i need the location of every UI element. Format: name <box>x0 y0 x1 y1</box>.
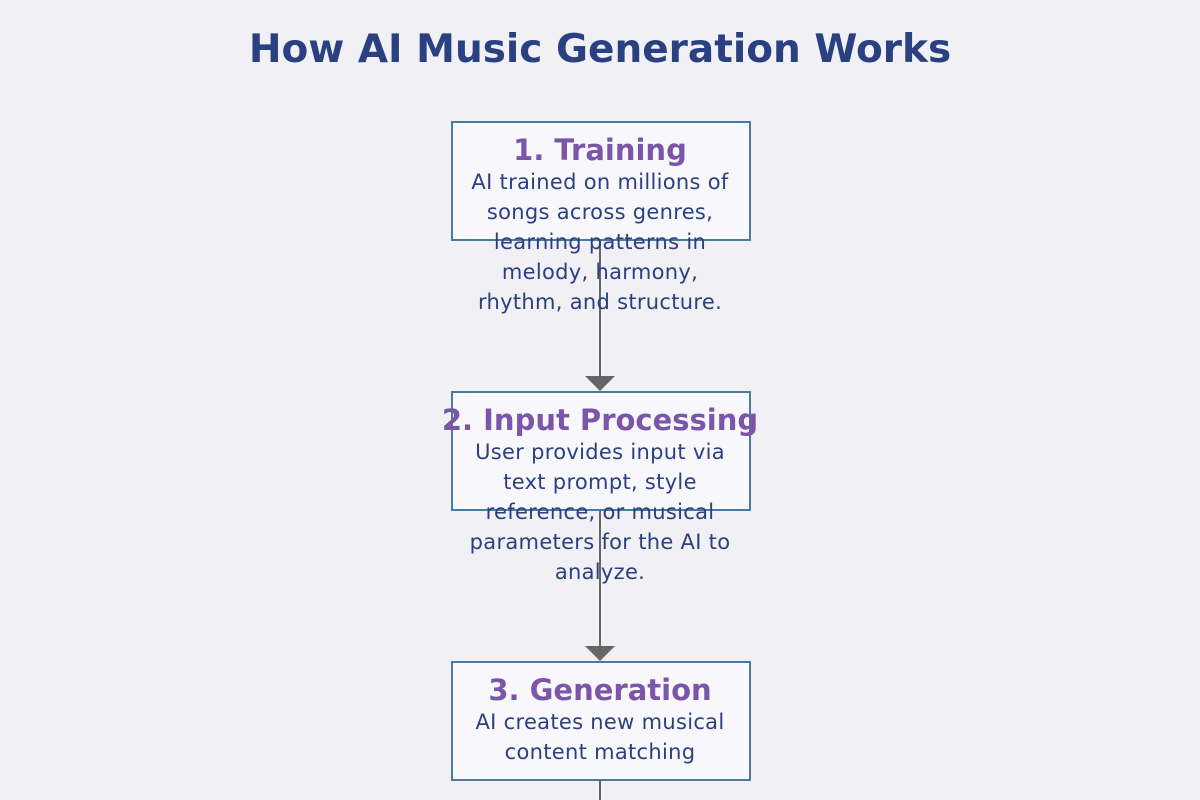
arrowhead-2-3 <box>585 646 615 661</box>
step-training: 1. Training AI trained on millions of so… <box>435 133 765 317</box>
connector-line-3-next <box>599 780 601 800</box>
step-input-processing: 2. Input Processing User provides input … <box>435 403 765 587</box>
connector-line-1-2 <box>599 240 601 376</box>
step-title: 1. Training <box>513 133 687 167</box>
step-box-training <box>451 121 751 241</box>
step-generation: 3. Generation AI creates new musical con… <box>435 673 765 767</box>
step-box-input-processing <box>451 391 751 511</box>
step-title: 3. Generation <box>488 673 712 707</box>
step-description: AI creates new musical content matching <box>475 710 725 764</box>
step-description: User provides input via text prompt, sty… <box>469 440 731 584</box>
step-description: AI trained on millions of songs across g… <box>471 170 729 314</box>
step-box-generation <box>451 661 751 781</box>
diagram-title: How AI Music Generation Works <box>248 27 952 72</box>
arrowhead-1-2 <box>585 376 615 391</box>
step-title: 2. Input Processing <box>441 403 759 437</box>
connector-line-2-3 <box>599 510 601 646</box>
